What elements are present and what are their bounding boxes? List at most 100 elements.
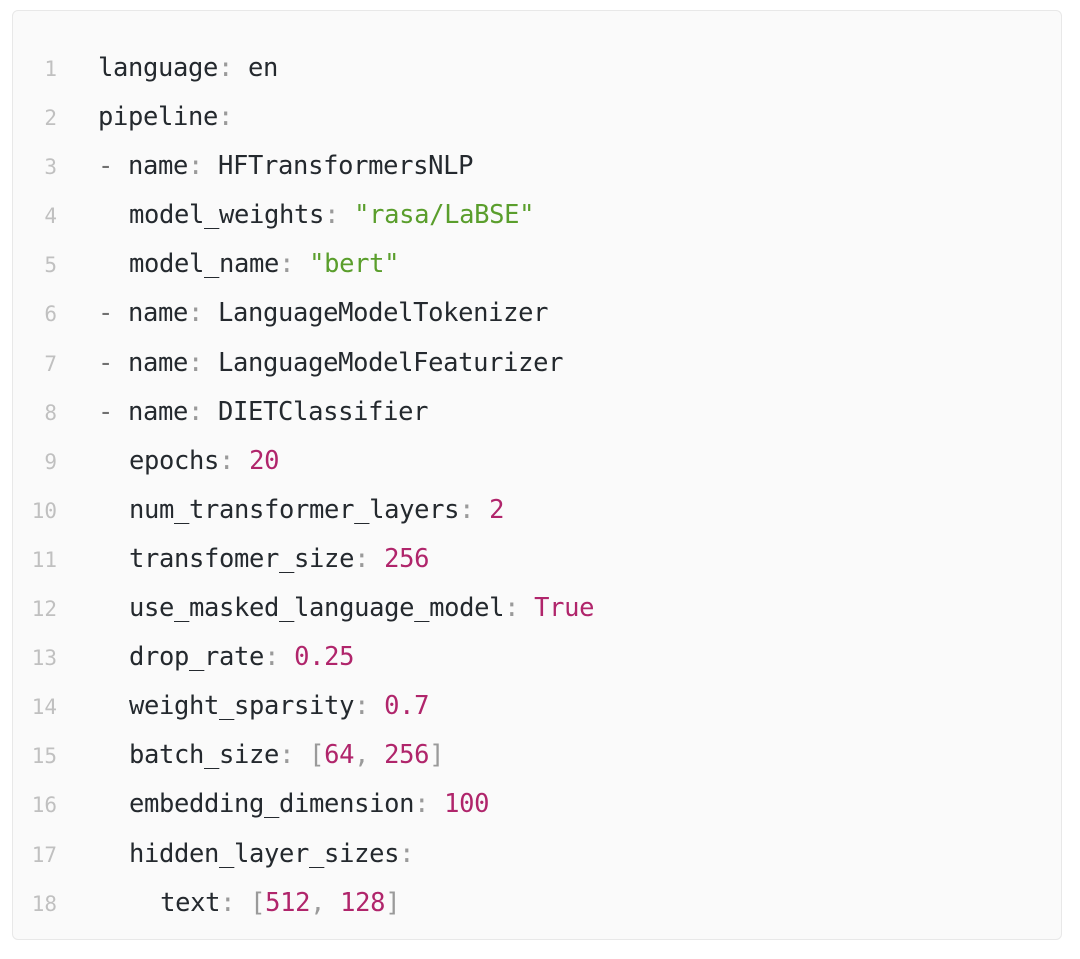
token-dash: - xyxy=(98,151,114,182)
token-number: 0.7 xyxy=(384,691,430,722)
code-line-text: embedding_dimension: 100 xyxy=(98,780,489,829)
token-dash: - xyxy=(98,396,114,427)
token-bracket: , xyxy=(354,740,385,771)
line-number: 12 xyxy=(31,597,57,622)
token-punct: : xyxy=(218,102,234,133)
code-line-text: pipeline: xyxy=(98,93,233,142)
token-key: name xyxy=(113,151,189,182)
code-line[interactable]: 16 embedding_dimension: 100 xyxy=(13,780,1061,829)
code-line[interactable]: 3- name: HFTransformersNLP xyxy=(13,142,1061,191)
code-line-text: - name: LanguageModelTokenizer xyxy=(98,289,548,338)
line-number: 4 xyxy=(44,204,57,229)
token-string: "bert" xyxy=(309,249,400,280)
token-punct: : xyxy=(414,789,430,820)
token-bracket: [ xyxy=(309,740,325,771)
token-key: use_masked_language_model xyxy=(129,593,505,624)
token-number: 128 xyxy=(340,887,386,918)
line-number: 9 xyxy=(44,449,57,474)
token-dash: - xyxy=(98,298,114,329)
token-punct: : xyxy=(188,396,204,427)
token-key: hidden_layer_sizes xyxy=(129,838,400,869)
token-key: model_weights xyxy=(129,200,325,231)
token-plain xyxy=(294,249,309,279)
token-punct: : xyxy=(279,740,295,771)
code-line[interactable]: 11 transfomer_size: 256 xyxy=(13,535,1061,584)
token-number: 64 xyxy=(324,740,355,771)
token-plain xyxy=(339,200,354,230)
token-plain xyxy=(369,691,384,721)
line-number: 8 xyxy=(44,400,57,425)
token-key: language xyxy=(98,53,219,83)
line-number: 14 xyxy=(31,695,57,720)
token-punct: : xyxy=(459,494,475,525)
token-key: drop_rate xyxy=(129,642,265,673)
token-key: pipeline xyxy=(98,102,219,133)
code-line-text: - name: LanguageModelFeaturizer xyxy=(98,339,563,388)
token-plain: HFTransformersNLP xyxy=(203,151,474,182)
line-number: 10 xyxy=(31,498,57,523)
token-key: model_name xyxy=(129,249,280,280)
token-string: "rasa/LaBSE" xyxy=(354,200,535,231)
code-line[interactable]: 10 num_transformer_layers: 2 xyxy=(13,486,1061,535)
code-line-text: transfomer_size: 256 xyxy=(98,535,429,584)
token-punct: : xyxy=(188,298,204,329)
token-key: batch_size xyxy=(129,740,280,771)
token-number: 256 xyxy=(384,543,430,574)
line-number: 16 xyxy=(31,793,57,818)
token-plain xyxy=(429,789,444,819)
code-line[interactable]: 2 pipeline: xyxy=(13,93,1061,142)
code-line[interactable]: 7 - name: LanguageModelFeaturizer xyxy=(13,339,1061,388)
line-number: 11 xyxy=(31,547,57,572)
code-line[interactable]: 4 model_weights: "rasa/LaBSE" xyxy=(13,191,1061,240)
code-line[interactable]: 18 text: [512, 128] xyxy=(13,879,1061,928)
code-line[interactable]: 6 - name: LanguageModelTokenizer xyxy=(13,289,1061,338)
token-plain xyxy=(234,446,249,476)
line-number: 18 xyxy=(31,891,57,916)
code-line-text: num_transformer_layers: 2 xyxy=(98,486,504,535)
code-line[interactable]: 8 - name: DIETClassifier xyxy=(13,388,1061,437)
token-key: text xyxy=(160,887,221,918)
token-plain xyxy=(235,888,250,918)
token-key: embedding_dimension xyxy=(129,789,415,820)
token-key: weight_sparsity xyxy=(129,691,355,722)
token-key: epochs xyxy=(129,445,220,476)
line-number: 6 xyxy=(44,302,57,327)
token-bracket: [ xyxy=(250,887,266,918)
token-number: 0.25 xyxy=(294,642,355,673)
token-bracket: , xyxy=(310,887,341,918)
line-number: 3 xyxy=(44,155,57,180)
token-bool: True xyxy=(534,593,595,624)
token-punct: : xyxy=(324,200,340,231)
line-number: 7 xyxy=(44,351,57,376)
token-punct: : xyxy=(354,543,370,574)
token-plain xyxy=(369,544,384,574)
token-key: name xyxy=(113,396,189,427)
code-line-text: use_masked_language_model: True xyxy=(98,584,594,633)
code-line[interactable]: 12 use_masked_language_model: True xyxy=(13,584,1061,633)
token-number: 2 xyxy=(489,494,505,525)
token-key: name xyxy=(113,298,189,329)
line-number: 2 xyxy=(44,106,57,131)
code-line-text: text: [512, 128] xyxy=(98,879,400,928)
token-number: 512 xyxy=(265,887,311,918)
token-punct: : xyxy=(399,838,415,869)
token-plain xyxy=(519,593,534,623)
line-number: 13 xyxy=(31,646,57,671)
token-number: 256 xyxy=(384,740,430,771)
token-plain: LanguageModelFeaturizer xyxy=(203,347,564,378)
token-dash: - xyxy=(98,347,114,378)
token-punct: : xyxy=(220,887,236,918)
token-punct: : xyxy=(219,445,235,476)
token-punct: : xyxy=(504,593,520,624)
token-punct: : xyxy=(218,53,234,83)
token-plain: DIETClassifier xyxy=(203,396,429,427)
